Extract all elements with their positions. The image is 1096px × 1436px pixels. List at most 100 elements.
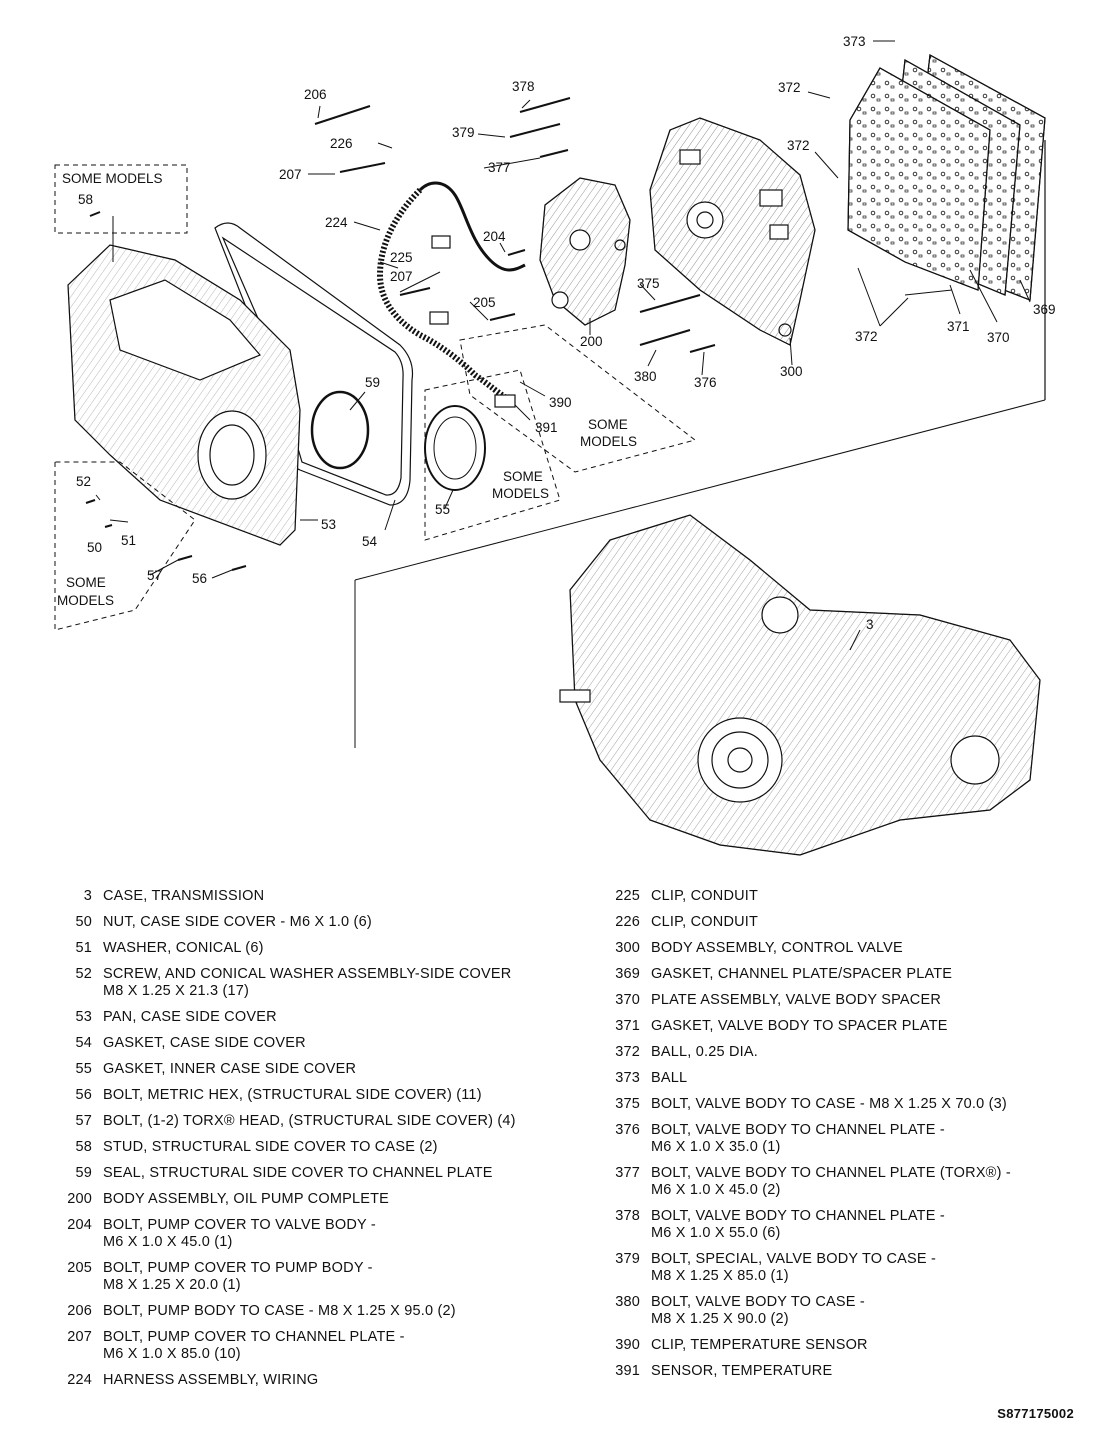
legend-item-description: GASKET, INNER CASE SIDE COVER xyxy=(103,1061,357,1077)
callout-375: 375 xyxy=(637,276,660,291)
legend-item: 377 BOLT, VALVE BODY TO CHANNEL PLATE (TO… xyxy=(604,1165,1074,1199)
note-some-models: SOME xyxy=(66,575,106,590)
note-some-models: MODELS xyxy=(492,486,549,501)
legend-item-number: 370 xyxy=(615,992,640,1008)
legend-item-description: BOLT, PUMP COVER TO VALVE BODY - M6 X 1.… xyxy=(103,1217,376,1250)
legend-item-number: 377 xyxy=(615,1165,640,1181)
legend-item-number: 300 xyxy=(615,940,640,956)
callout-52: 52 xyxy=(76,474,91,489)
legend-item: 52 SCREW, AND CONICAL WASHER ASSEMBLY-SID… xyxy=(56,966,556,1000)
legend-item-number: 391 xyxy=(615,1363,640,1379)
figure-code: S877175002 xyxy=(997,1406,1074,1421)
legend-item: 225 CLIP, CONDUIT xyxy=(604,888,1074,905)
legend-item-description: BOLT, VALVE BODY TO CASE - M8 X 1.25 X 7… xyxy=(651,1096,1007,1112)
callout-54: 54 xyxy=(362,534,378,549)
legend-item-number: 376 xyxy=(615,1122,640,1138)
legend-item-description: CLIP, CONDUIT xyxy=(651,888,759,904)
legend-item: 206 BOLT, PUMP BODY TO CASE - M8 X 1.25 X… xyxy=(56,1303,556,1320)
callout-226: 226 xyxy=(330,136,353,151)
legend-item-description: BALL xyxy=(651,1070,688,1086)
legend-item-number: 372 xyxy=(615,1044,640,1060)
legend-item-description: BODY ASSEMBLY, CONTROL VALVE xyxy=(651,940,903,956)
legend-item-number: 50 xyxy=(75,914,92,930)
leader-lines xyxy=(95,40,1031,651)
callout-376: 376 xyxy=(694,375,717,390)
legend-item-number: 53 xyxy=(75,1009,92,1025)
callout-57: 57 xyxy=(147,568,162,583)
callout-372: 372 xyxy=(787,138,810,153)
legend-item-number: 225 xyxy=(615,888,640,904)
legend-item: 375 BOLT, VALVE BODY TO CASE - M8 X 1.25 … xyxy=(604,1096,1074,1113)
callout-206: 206 xyxy=(304,87,327,102)
callout-53: 53 xyxy=(321,517,336,532)
legend-item: 300 BODY ASSEMBLY, CONTROL VALVE xyxy=(604,940,1074,957)
legend-item: 370 PLATE ASSEMBLY, VALVE BODY SPACER xyxy=(604,992,1074,1009)
inner-gasket xyxy=(424,405,486,491)
legend-item-description: SCREW, AND CONICAL WASHER ASSEMBLY-SIDE … xyxy=(103,966,512,999)
legend-item-description: BOLT, VALVE BODY TO CASE - M8 X 1.25 X 9… xyxy=(651,1294,865,1327)
callout-225: 225 xyxy=(390,250,413,265)
legend-item-number: 52 xyxy=(75,966,92,982)
seal-ring xyxy=(310,390,370,470)
callouts: 373 372 372 372 371 370 369 378 379 377 … xyxy=(57,34,1056,632)
legend-item-description: GASKET, CASE SIDE COVER xyxy=(103,1035,306,1051)
callout-224: 224 xyxy=(325,215,348,230)
note-some-models: MODELS xyxy=(57,593,114,608)
callout-51: 51 xyxy=(121,533,136,548)
note-some-models: SOME MODELS xyxy=(62,171,163,186)
legend-item-number: 3 xyxy=(83,888,92,904)
callout-379: 379 xyxy=(452,125,475,140)
legend-item-description: BOLT, METRIC HEX, (STRUCTURAL SIDE COVER… xyxy=(103,1087,482,1103)
legend-item-number: 224 xyxy=(67,1372,92,1388)
legend-item-description: HARNESS ASSEMBLY, WIRING xyxy=(103,1372,319,1388)
legend-item: 378 BOLT, VALVE BODY TO CHANNEL PLATE - M… xyxy=(604,1208,1074,1242)
legend-item-description: SEAL, STRUCTURAL SIDE COVER TO CHANNEL P… xyxy=(103,1165,493,1181)
legend-item-description: BOLT, PUMP BODY TO CASE - M8 X 1.25 X 95… xyxy=(103,1303,456,1319)
callout-205: 205 xyxy=(473,295,496,310)
legend-item-number: 58 xyxy=(75,1139,92,1155)
callout-207: 207 xyxy=(390,269,413,284)
legend-item-number: 205 xyxy=(67,1260,92,1276)
legend-item-description: BOLT, VALVE BODY TO CHANNEL PLATE - M6 X… xyxy=(651,1208,945,1241)
legend-item-description: PAN, CASE SIDE COVER xyxy=(103,1009,277,1025)
legend-item-description: BOLT, VALVE BODY TO CHANNEL PLATE - M6 X… xyxy=(651,1122,945,1155)
legend-item-number: 378 xyxy=(615,1208,640,1224)
callout-390: 390 xyxy=(549,395,572,410)
legend-item-description: GASKET, CHANNEL PLATE/SPACER PLATE xyxy=(651,966,953,982)
legend-item-description: BOLT, SPECIAL, VALVE BODY TO CASE - M8 X… xyxy=(651,1251,937,1284)
callout-373: 373 xyxy=(843,34,866,49)
callout-3: 3 xyxy=(866,617,874,632)
legend-item-description: BOLT, VALVE BODY TO CHANNEL PLATE (TORX®… xyxy=(651,1165,1011,1198)
legend-item-number: 206 xyxy=(67,1303,92,1319)
callout-378: 378 xyxy=(512,79,535,94)
legend-item-description: BOLT, PUMP COVER TO PUMP BODY - M8 X 1.2… xyxy=(103,1260,373,1293)
legend-item: 224 HARNESS ASSEMBLY, WIRING xyxy=(56,1372,556,1389)
legend-item-description: CASE, TRANSMISSION xyxy=(103,888,265,904)
spacer-plates xyxy=(354,54,1046,748)
callout-372: 372 xyxy=(855,329,878,344)
legend-item-number: 380 xyxy=(615,1294,640,1310)
legend-item-description: GASKET, VALVE BODY TO SPACER PLATE xyxy=(651,1018,948,1034)
callout-391: 391 xyxy=(535,420,558,435)
legend-item: 376 BOLT, VALVE BODY TO CHANNEL PLATE - M… xyxy=(604,1122,1074,1156)
legend-item-number: 375 xyxy=(615,1096,640,1112)
legend-item-description: BOLT, PUMP COVER TO CHANNEL PLATE - M6 X… xyxy=(103,1329,405,1362)
bolts xyxy=(85,97,716,571)
legend-item-number: 390 xyxy=(615,1337,640,1353)
legend-item-description: PLATE ASSEMBLY, VALVE BODY SPACER xyxy=(651,992,942,1008)
